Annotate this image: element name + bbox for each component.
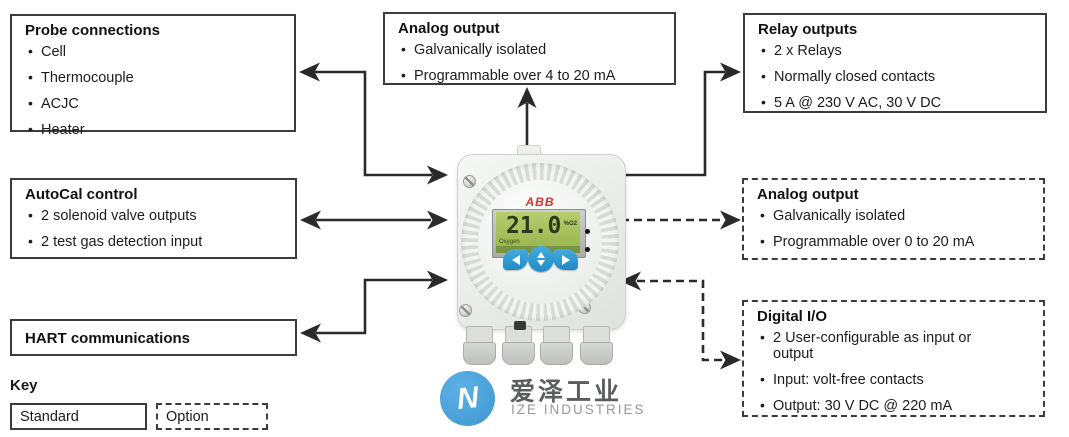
arrow-hart-to-device xyxy=(300,270,448,343)
hart-communications-box: HART communications xyxy=(10,319,297,356)
lcd-reading: 21.0 xyxy=(506,213,562,239)
down-arrow-icon xyxy=(537,260,545,266)
ize-logo-glyph: N xyxy=(454,380,480,416)
status-led xyxy=(585,247,590,252)
analog-output-standard-list: Galvanically isolatedProgrammable over 4… xyxy=(398,41,664,84)
autocal-control-list: 2 solenoid valve outputs 2 test gas detec… xyxy=(25,207,285,250)
screw-icon xyxy=(463,175,476,188)
relay-outputs-title: Relay outputs xyxy=(758,21,858,38)
relay-outputs-box: Relay outputs 2 x RelaysNormally closed … xyxy=(743,13,1047,113)
lcd-parameter-label: Oxygen xyxy=(499,239,520,245)
arrow-device-to-analog-top xyxy=(517,87,537,147)
bullet-item: Output: 30 V DC @ 220 mA xyxy=(757,397,991,414)
screw-icon xyxy=(459,304,472,317)
bullet-item: Galvanically isolated xyxy=(398,41,664,58)
key-standard-swatch: Standard xyxy=(10,403,147,430)
device-updown-button xyxy=(528,246,554,272)
watermark-chinese-text: 爱泽工业 xyxy=(510,378,623,406)
status-led xyxy=(585,229,590,234)
arrow-device-to-analog-right xyxy=(621,210,741,230)
digital-io-list: 2 User-configurable as input or outputIn… xyxy=(757,329,1033,414)
hart-communications-title: HART communications xyxy=(25,330,191,347)
autocal-control-title: AutoCal control xyxy=(25,186,138,203)
cable-gland-cap xyxy=(463,342,496,365)
key-heading: Key xyxy=(10,377,38,394)
ize-logo-icon: N xyxy=(440,371,495,426)
bullet-item: Heater xyxy=(25,121,284,138)
key-option-swatch: Option xyxy=(156,403,268,430)
right-arrow-icon xyxy=(561,254,570,265)
bullet-item: Normally closed contacts xyxy=(758,68,1035,85)
digital-io-box: Digital I/O 2 User-configurable as input… xyxy=(742,300,1045,417)
up-arrow-icon xyxy=(537,252,545,258)
analog-output-standard-box: Analog output Galvanically isolatedProgr… xyxy=(383,12,676,85)
autocal-control-box: AutoCal control 2 solenoid valve outputs… xyxy=(10,178,297,259)
bullet-item: 2 x Relays xyxy=(758,42,1035,59)
bullet-item: 2 solenoid valve outputs xyxy=(25,207,285,224)
bullet-item: Galvanically isolated xyxy=(757,207,1033,224)
analog-output-standard-title: Analog output xyxy=(398,20,500,37)
lcd-unit: %O2 xyxy=(563,221,577,227)
bullet-item: Programmable over 0 to 20 mA xyxy=(757,233,1033,250)
left-arrow-icon xyxy=(511,254,520,265)
analog-output-option-list: Galvanically isolatedProgrammable over 0… xyxy=(757,207,1033,250)
analog-output-option-title: Analog output xyxy=(757,186,859,203)
cable-gland-cap xyxy=(502,342,535,365)
cable-gland-cap xyxy=(580,342,613,365)
bullet-item: 2 test gas detection input xyxy=(25,233,285,250)
digital-io-title: Digital I/O xyxy=(757,308,828,325)
bullet-item: ACJC xyxy=(25,95,284,112)
bullet-item: 5 A @ 230 V AC, 30 V DC xyxy=(758,94,1035,111)
arrow-digital-to-device xyxy=(620,271,741,370)
probe-connections-box: Probe connections CellThermocoupleACJC He… xyxy=(10,14,296,138)
probe-connections-list: CellThermocoupleACJC Heater xyxy=(25,43,284,138)
arrow-autocal-to-device xyxy=(300,210,448,230)
bullet-item: 2 User-configurable as input or output xyxy=(757,329,991,362)
bullet-item: Programmable over 4 to 20 mA xyxy=(398,67,664,84)
watermark-english-text: IZE INDUSTRIES xyxy=(511,402,646,417)
cable-gland-cap xyxy=(540,342,573,365)
bullet-item: Input: volt-free contacts xyxy=(757,371,991,388)
device-right-button xyxy=(553,249,578,270)
gland-clamp xyxy=(514,321,526,330)
abb-brand-logo: ABB xyxy=(525,195,555,209)
bullet-item: Thermocouple xyxy=(25,69,284,86)
bullet-item: Cell xyxy=(25,43,284,60)
probe-connections-title: Probe connections xyxy=(25,22,161,39)
relay-outputs-list: 2 x RelaysNormally closed contacts 5 A @ … xyxy=(758,42,1035,111)
device-left-button xyxy=(503,249,528,270)
analog-output-option-box: Analog output Galvanically isolatedProgr… xyxy=(742,178,1045,260)
